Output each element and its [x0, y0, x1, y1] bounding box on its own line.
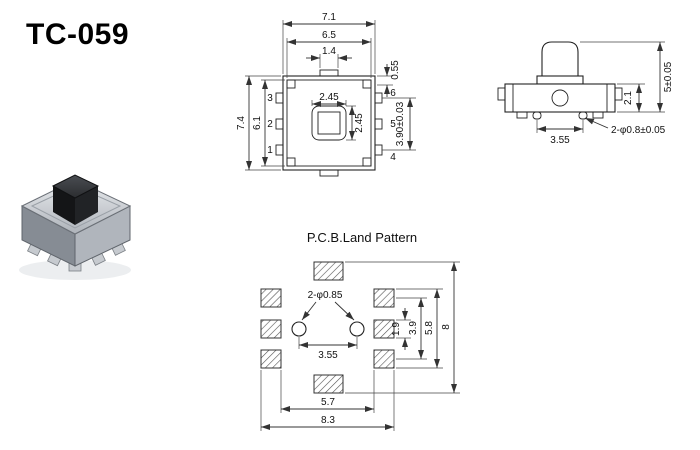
- dimension-lines: [245, 20, 416, 171]
- dim-button-height: 2.45: [354, 113, 365, 133]
- top-view-outline: [275, 69, 383, 177]
- dim-top-inner-width: 6.5: [322, 30, 336, 41]
- dim-row-span: 3.9: [408, 321, 419, 335]
- dim-top-edge-offset: 0.55: [390, 60, 401, 80]
- pcb-land-pattern-drawing: P.C.B.Land Pattern: [260, 230, 460, 431]
- dim-pin-span: 3.90±0.03: [395, 101, 406, 146]
- pin-number-3: 3: [267, 93, 273, 104]
- pcb-hole-spec: 2-φ0.85: [308, 290, 343, 301]
- pin-number-5: 5: [390, 119, 396, 130]
- dim-pattern-height: 8: [441, 324, 452, 330]
- dim-side-pad-span: 5.8: [424, 321, 435, 335]
- pcb-pattern-title: P.C.B.Land Pattern: [307, 230, 417, 245]
- switch-photo: [19, 174, 132, 280]
- switch-button: [51, 174, 100, 225]
- dim-top-tab-width: 1.4: [322, 46, 336, 57]
- peg-hole-spec: 2-φ0.8±0.05: [611, 125, 666, 136]
- pin-number-2: 2: [267, 119, 273, 130]
- pin-number-1: 1: [267, 145, 273, 156]
- pin-number-6: 6: [390, 88, 396, 99]
- dim-inner-width: 5.7: [321, 397, 335, 408]
- top-view-drawing: 7.1 6.5 1.4 0.55 7.4 6.1 2.45 2.45 3.90±…: [236, 12, 416, 177]
- dim-top-outer-width: 7.1: [322, 12, 336, 23]
- side-view-drawing: 5±0.05 2.1 3.55 2-φ0.8±0.05: [497, 41, 674, 146]
- dim-pad-height: 1.9: [391, 322, 402, 336]
- dim-total-height: 5±0.05: [663, 61, 674, 92]
- dimension-lines: [260, 261, 460, 431]
- part-number-title: TC-059: [26, 18, 130, 51]
- dim-outer-width: 8.3: [321, 415, 335, 426]
- pcb-pads: [260, 261, 395, 394]
- pin-number-4: 4: [390, 152, 396, 163]
- dim-top-outer-height: 7.4: [236, 116, 247, 130]
- dim-top-inner-height: 6.1: [252, 116, 263, 130]
- dim-body-height: 2.1: [623, 91, 634, 105]
- dim-button-width: 2.45: [319, 92, 339, 103]
- side-view-outline: [497, 41, 623, 120]
- dim-hole-pitch: 3.55: [318, 350, 338, 361]
- dimension-lines: [536, 41, 665, 133]
- dim-peg-pitch: 3.55: [550, 135, 570, 146]
